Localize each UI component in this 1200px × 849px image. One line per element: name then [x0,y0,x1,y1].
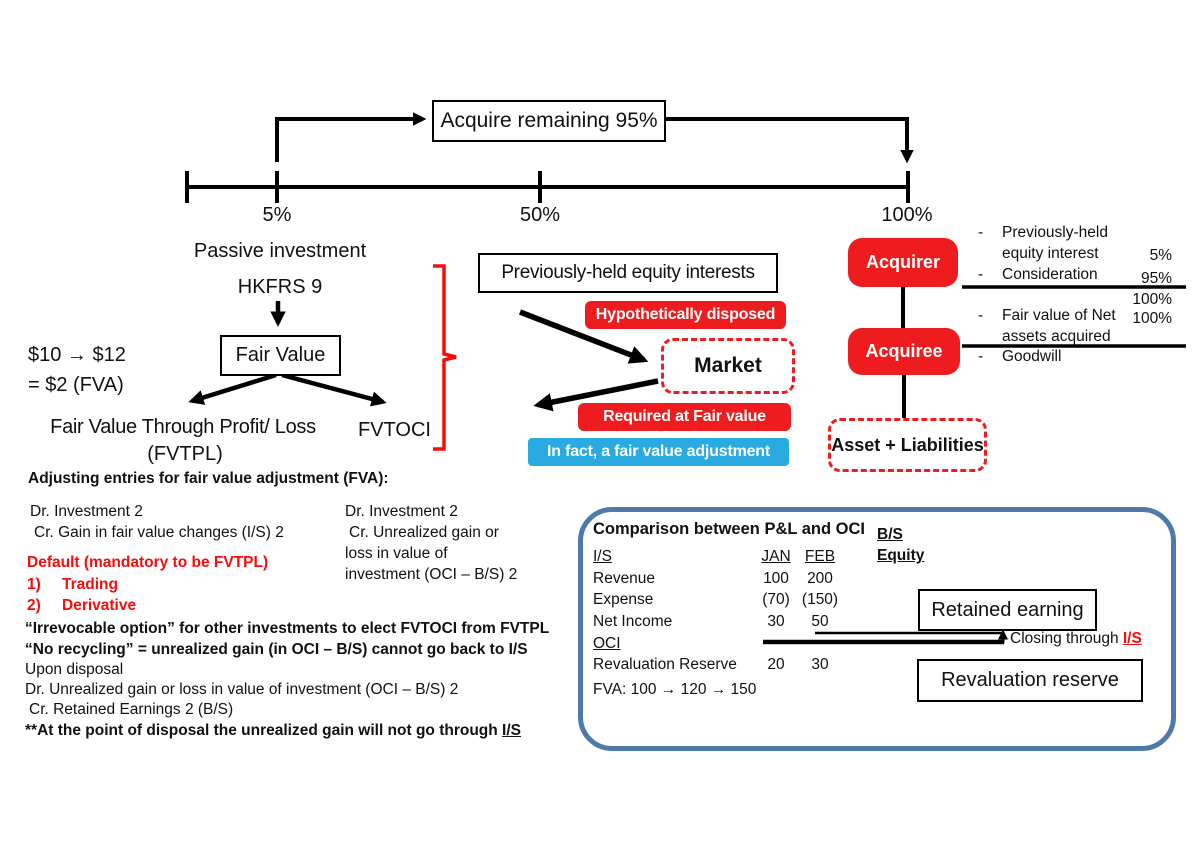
comparison-title: Comparison between P&L and OCI [593,520,865,538]
arrow-fair-value-to-fvtoci [281,372,387,407]
adjusting-entries-heading: Adjusting entries for fair value adjustm… [28,470,389,487]
calc-bullet-1: - [978,224,984,241]
comparison-panel [578,507,1176,751]
closing-through-text: Closing through [1010,630,1123,647]
disposal-footnote: **At the point of disposal the unrealize… [25,722,521,740]
entry2-cr-line1: Cr. Unrealized gain or [349,524,499,541]
market-label: Market [694,354,762,377]
no-recycling-note: “No recycling” = unrealized gain (in OCI… [25,641,528,658]
closing-through-is: I/S [1122,630,1142,647]
market-box: Market [661,338,795,394]
calc-fvnet-line1: Fair value of Net [1002,307,1116,324]
hypothetically-disposed-label: Hypothetically disposed [595,306,776,323]
default-item1-num: 1) [27,576,41,593]
row-reval-feb: 30 [811,656,829,673]
entry1-cr: Cr. Gain in fair value changes (I/S) 2 [34,524,284,541]
fva-progression-note: FVA: 100 → 120 → 150 [593,681,757,698]
default-heading: Default (mandatory to be FVTPL) [27,554,269,571]
row-expense-jan: (70) [762,591,790,608]
arrow-5pct-to-acquire-box [275,112,427,162]
fair-value-adjustment-label: In fact, a fair value adjustment [547,443,770,460]
previously-held-label: Previously-held equity interests [501,262,755,283]
calc-bullet-2: - [978,266,984,283]
row-netincome-label: Net Income [593,613,673,630]
required-at-fair-value-label: Required at Fair value [603,408,766,425]
fair-value-label: Fair Value [235,344,326,366]
bs-header: B/S [877,526,903,543]
retained-earning-box: Retained earning [918,589,1097,631]
arrow-market-back [533,378,659,412]
fvtoci-label: FVTOCI [358,419,431,441]
is-header: I/S [593,548,612,565]
passive-investment-label: Passive investment [193,240,367,262]
tick-label-5pct: 5% [262,204,292,226]
row-netincome-feb: 50 [811,613,829,630]
red-group-bracket [433,264,457,451]
fva-calc-line1: $10 → $12 [28,344,126,366]
default-item2-label: Derivative [62,597,137,614]
fvtpl-label-line1: Fair Value Through Profit/ Loss [50,416,316,438]
oci-header: OCI [593,635,621,652]
closing-through-label: Closing through I/S [1010,630,1142,648]
upon-disposal-label: Upon disposal [25,661,124,678]
hkfrs9-label: HKFRS 9 [237,276,323,298]
calc-consideration-value: 95% [1140,270,1172,287]
required-at-fair-value-badge: Required at Fair value [578,403,791,431]
acquirer-label: Acquirer [865,252,941,272]
fvtpl-label-line2: (FVTPL) [147,443,223,465]
retained-earning-label: Retained earning [931,598,1084,621]
acquire-remaining-label: Acquire remaining 95% [440,109,658,132]
calc-prev-line2: equity interest [1002,245,1099,262]
calc-bullet-3: - [978,307,984,324]
disposal-dr: Dr. Unrealized gain or loss in value of … [25,681,459,698]
entry2-cr-line2: loss in value of [345,545,448,562]
calc-prev-value: 5% [1149,247,1172,264]
default-item2-num: 2) [27,597,41,614]
fair-value-box: Fair Value [220,335,341,376]
calc-goodwill-label: Goodwill [1002,348,1062,365]
equity-header: Equity [877,547,925,564]
tick-label-50pct: 50% [519,204,561,226]
jan-header: JAN [761,548,791,565]
entry1-dr: Dr. Investment 2 [30,503,143,520]
tick-label-100pct: 100% [881,204,933,226]
entry2-dr: Dr. Investment 2 [345,503,458,520]
acquiree-label: Acquiree [865,341,943,361]
calc-fvnet-value: 100% [1132,310,1172,327]
calc-prev-line1: Previously-held [1002,224,1108,241]
row-reval-jan: 20 [767,656,785,673]
hypothetically-disposed-badge: Hypothetically disposed [585,301,786,329]
footnote-is: I/S [502,722,521,739]
acquiree-node: Acquiree [848,328,960,375]
row-netincome-jan: 30 [767,613,785,630]
row-revenue-jan: 100 [763,570,789,587]
row-expense-label: Expense [593,591,654,608]
previously-held-box: Previously-held equity interests [478,253,778,293]
footnote-text: **At the point of disposal the unrealize… [25,722,503,739]
fva-calc-line2: = $2 (FVA) [28,374,124,396]
calc-fvnet-line2: assets acquired [1002,328,1111,345]
irrevocable-note: “Irrevocable option” for other investmen… [25,620,550,637]
entry2-cr-line3: investment (OCI – B/S) 2 [345,566,518,583]
row-reval-label: Revaluation Reserve [593,656,737,673]
arrow-fair-value-to-fvtpl [188,372,277,405]
disposal-cr: Cr. Retained Earnings 2 (B/S) [29,701,234,718]
asset-liabilities-box: Asset + Liabilities [828,418,987,472]
revaluation-reserve-box: Revaluation reserve [917,659,1143,702]
fair-value-adjustment-badge: In fact, a fair value adjustment [528,438,789,466]
row-revenue-label: Revenue [593,570,656,587]
arrow-acquire-box-to-100pct [662,117,914,164]
calc-consideration-label: Consideration [1002,266,1098,283]
asset-liabilities-label: Asset + Liabilities [831,434,984,455]
revaluation-reserve-label: Revaluation reserve [941,669,1119,691]
calc-subtotal-value: 100% [1132,291,1172,308]
row-revenue-feb: 200 [807,570,833,587]
acquire-remaining-box: Acquire remaining 95% [432,100,666,142]
row-expense-feb: (150) [801,591,839,608]
acquirer-node: Acquirer [848,238,958,287]
feb-header: FEB [804,548,836,565]
calc-bullet-4: - [978,348,984,365]
default-item1-label: Trading [62,576,118,593]
